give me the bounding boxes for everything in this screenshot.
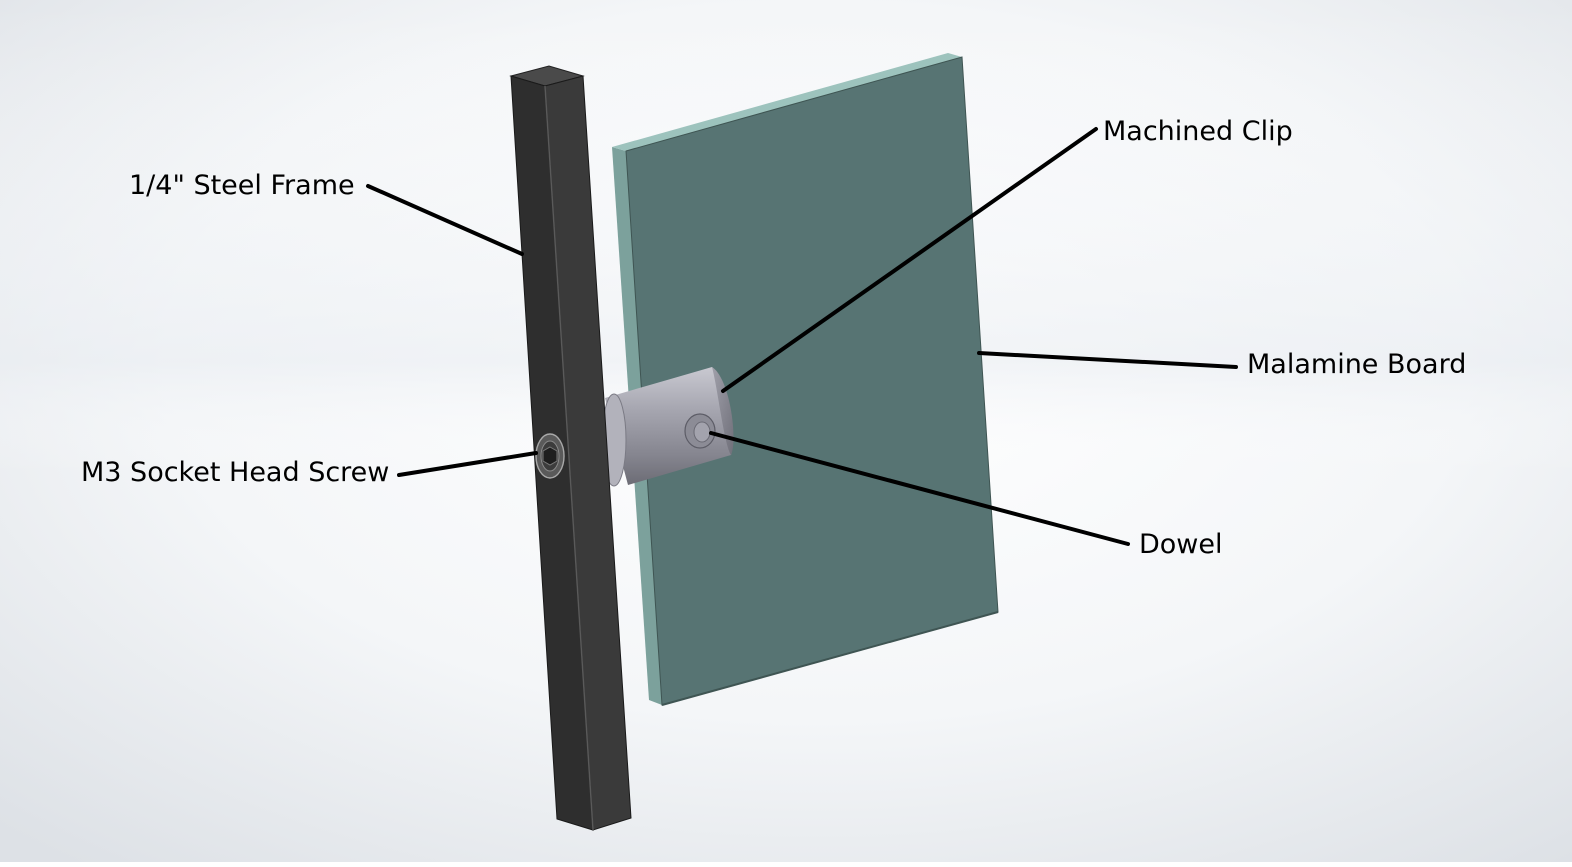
machined-clip	[601, 367, 734, 487]
hex-socket-icon	[542, 446, 558, 466]
callout-labels: 1/4" Steel Frame Machined Clip Malamine …	[81, 116, 1466, 560]
board-bottom-edge	[661, 611, 999, 706]
malamine-board	[612, 53, 999, 706]
socket-screw	[535, 433, 565, 479]
leader-lines	[366, 127, 1238, 546]
label-machined-clip: Machined Clip	[1103, 116, 1293, 147]
label-malamine-board: Malamine Board	[1247, 349, 1466, 380]
leader-steel-frame	[366, 184, 524, 256]
frame-corner-edge	[544, 85, 594, 831]
label-dowel: Dowel	[1139, 529, 1223, 560]
clip-cap	[712, 367, 734, 455]
leader-malamine-board	[977, 351, 1238, 369]
clip-body	[605, 367, 733, 485]
leader-machined-clip	[721, 127, 1098, 393]
leader-dowel	[709, 431, 1130, 546]
leader-socket-screw	[397, 451, 538, 477]
label-steel-frame: 1/4" Steel Frame	[129, 170, 355, 201]
dowel-icon	[693, 421, 711, 443]
label-socket-screw: M3 Socket Head Screw	[81, 457, 389, 488]
board-top-edge	[612, 53, 962, 151]
